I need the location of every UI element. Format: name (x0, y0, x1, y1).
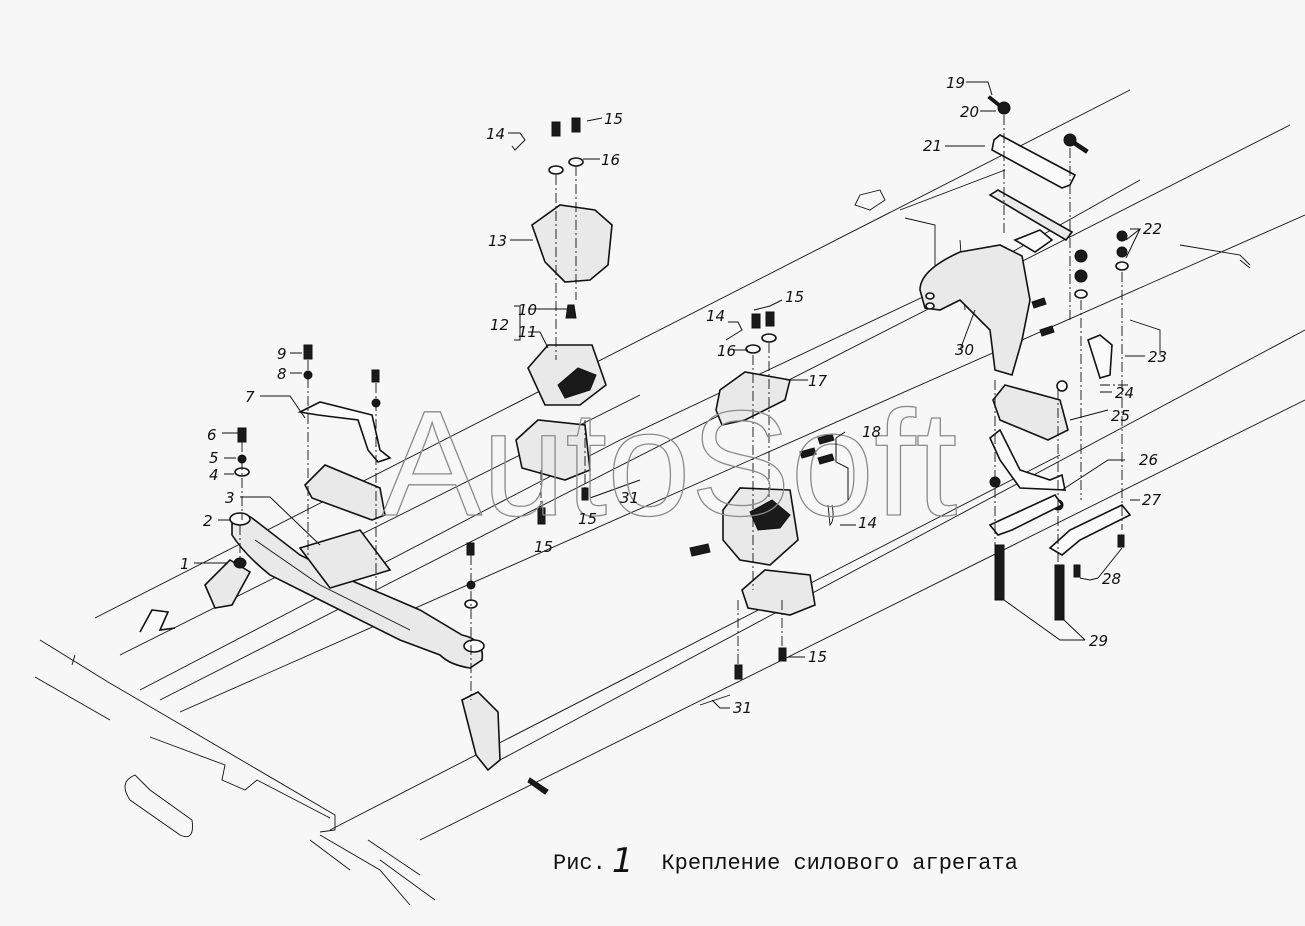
callout-16-top: 16 (601, 151, 620, 169)
callout-4: 4 (209, 466, 219, 484)
callout-31-upper: 31 (620, 489, 639, 507)
callout-15-low-center: 15 (578, 510, 597, 528)
callout-8: 8 (277, 365, 287, 383)
callout-15-mid: 15 (785, 288, 804, 306)
callout-10: 10 (518, 301, 537, 319)
rear-engine-mount (689, 311, 835, 706)
callout-21: 21 (923, 137, 942, 155)
leader-lines (194, 81, 1145, 709)
callout-11: 11 (518, 323, 537, 341)
callout-1: 1 (180, 555, 190, 573)
callout-2: 2 (203, 512, 213, 530)
watermark: AutoSoft (382, 379, 957, 547)
callout-13: 13 (488, 232, 507, 250)
callout-3: 3 (225, 489, 235, 507)
figure-title: Крепление силового агрегата (661, 851, 1018, 876)
callout-15-top: 15 (604, 110, 623, 128)
callout-6: 6 (207, 426, 217, 444)
callout-23: 23 (1148, 348, 1167, 366)
callout-labels: 1 2 3 4 5 6 7 8 9 10 11 12 13 14 15 16 1… (180, 74, 1167, 717)
figure-prefix: Рис. (553, 851, 606, 876)
callout-9: 9 (277, 345, 287, 363)
callout-24: 24 (1115, 384, 1134, 402)
callout-18: 18 (862, 423, 881, 441)
callout-15-bottom: 15 (808, 648, 827, 666)
center-engine-mount (515, 117, 641, 525)
callout-19: 19 (946, 74, 965, 92)
callout-14-low: 14 (858, 514, 877, 532)
callout-14-top: 14 (486, 125, 505, 143)
callout-31-lower: 31 (733, 699, 752, 717)
front-crossmember-assembly (139, 344, 549, 795)
callout-26: 26 (1139, 451, 1158, 469)
callout-14-mid: 14 (706, 307, 725, 325)
callout-12: 12 (490, 316, 509, 334)
callout-15-low-left: 15 (534, 538, 553, 556)
figure-caption: Рис.1 Крепление силового агрегата (553, 838, 1018, 881)
figure-number: 1 (611, 841, 634, 881)
callout-17: 17 (808, 372, 828, 390)
callout-7: 7 (245, 388, 255, 406)
callout-22: 22 (1143, 220, 1162, 238)
callout-28: 28 (1102, 570, 1121, 588)
callout-25: 25 (1111, 407, 1130, 425)
callout-5: 5 (209, 449, 219, 467)
callout-27: 27 (1142, 491, 1162, 509)
callout-30: 30 (955, 341, 974, 359)
callout-29: 29 (1089, 632, 1108, 650)
callout-20: 20 (960, 103, 979, 121)
callout-16-mid: 16 (717, 342, 736, 360)
